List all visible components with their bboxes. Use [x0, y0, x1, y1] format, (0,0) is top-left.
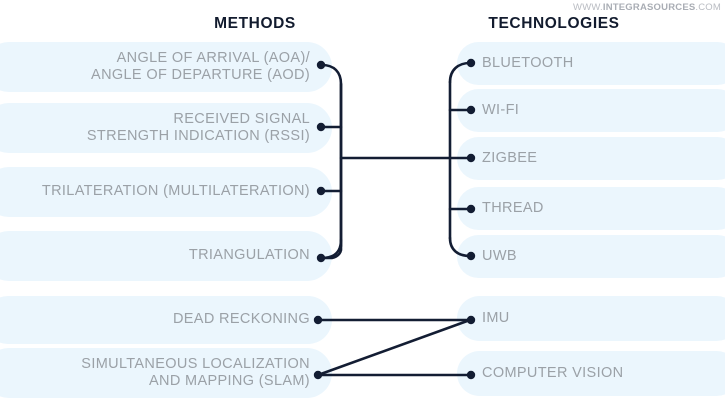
method-label: TRIANGULATION [188, 247, 310, 264]
watermark-suffix: .COM [695, 2, 721, 13]
method-label: TRILATERATION (MULTILATERATION) [41, 183, 310, 200]
left-brace-path [320, 63, 343, 260]
technology-label: BLUETOOTH [482, 54, 574, 71]
technology-label: WI-FI [482, 101, 520, 118]
method-label: RECEIVED SIGNAL STRENGTH INDICATION (RSS… [86, 110, 310, 145]
watermark-prefix: WWW. [573, 2, 603, 13]
technology-label: UWB [482, 247, 517, 264]
method-label: ANGLE OF ARRIVAL (AOA)/ ANGLE OF DEPARTU… [91, 49, 310, 84]
column-heading-technologies: TECHNOLOGIES [488, 15, 620, 32]
technology-label: THREAD [482, 199, 544, 216]
technology-pill-computer-vision[interactable]: COMPUTER VISION [457, 351, 725, 396]
method-pill-triangulation[interactable]: TRIANGULATION [0, 231, 332, 281]
site-watermark: WWW.INTEGRASOURCES.COM [573, 2, 721, 13]
watermark-brand: INTEGRASOURCES [602, 2, 696, 13]
method-label: SIMULTANEOUS LOCALIZATION AND MAPPING (S… [81, 355, 310, 390]
method-pill-aoa-aod[interactable]: ANGLE OF ARRIVAL (AOA)/ ANGLE OF DEPARTU… [0, 42, 332, 92]
link-slam-to-imu [316, 318, 472, 377]
technology-label: IMU [482, 309, 510, 326]
technology-pill-bluetooth[interactable]: BLUETOOTH [457, 42, 725, 85]
technology-pill-zigbee[interactable]: ZIGBEE [457, 137, 725, 180]
method-label: DEAD RECKONING [172, 311, 310, 328]
method-pill-trilateration[interactable]: TRILATERATION (MULTILATERATION) [0, 167, 332, 217]
method-pill-slam[interactable]: SIMULTANEOUS LOCALIZATION AND MAPPING (S… [0, 348, 332, 398]
technology-pill-wifi[interactable]: WI-FI [457, 89, 725, 132]
method-pill-dead-reckoning[interactable]: DEAD RECKONING [0, 296, 332, 344]
method-pill-rssi[interactable]: RECEIVED SIGNAL STRENGTH INDICATION (RSS… [0, 103, 332, 153]
technology-pill-imu[interactable]: IMU [457, 296, 725, 341]
technology-label: ZIGBEE [482, 149, 538, 166]
technology-label: COMPUTER VISION [482, 364, 624, 381]
column-heading-methods: METHODS [214, 15, 296, 32]
technology-pill-uwb[interactable]: UWB [457, 235, 725, 278]
technology-pill-thread[interactable]: THREAD [457, 187, 725, 230]
